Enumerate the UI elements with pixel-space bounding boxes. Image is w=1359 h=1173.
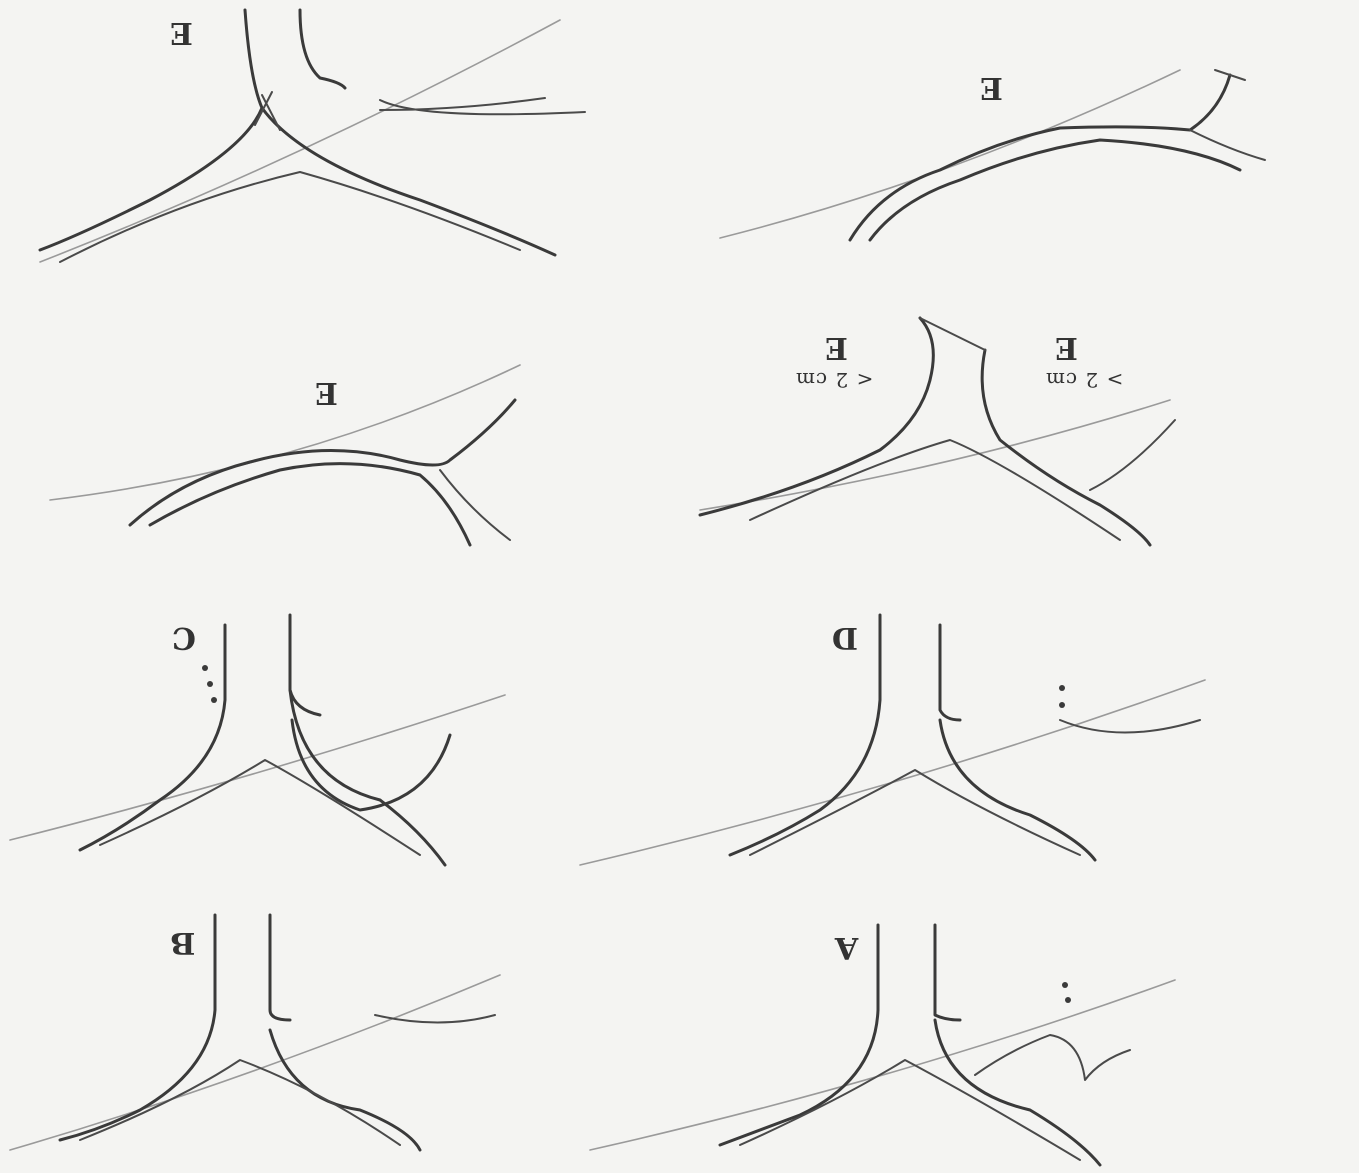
panel-c-diagram [10, 615, 505, 865]
panel-label-e-top-left: E [170, 15, 193, 50]
panel-d-diagram [580, 615, 1205, 865]
panel-label-e-top-right: E [980, 70, 1003, 105]
panel-label-a: A [835, 930, 858, 965]
panel-label-b: B [170, 925, 195, 960]
panel-label-c: C [172, 620, 196, 655]
panel-b-diagram [10, 915, 500, 1150]
panel-label-d: D [832, 620, 858, 655]
panel-label-e-middle-right-left: E [825, 330, 848, 365]
note-greater-than-2cm: > 2 cm [1045, 368, 1123, 392]
panel-label-e-middle-right-right: E [1055, 330, 1078, 365]
panel-middle-right-diagram [700, 318, 1175, 545]
panel-top-left-diagram [40, 10, 585, 262]
panel-a-diagram [590, 925, 1175, 1165]
note-less-than-2cm: < 2 cm [795, 368, 873, 392]
panel-label-e-middle-left: E [315, 375, 338, 410]
panel-middle-left-diagram [50, 365, 520, 545]
